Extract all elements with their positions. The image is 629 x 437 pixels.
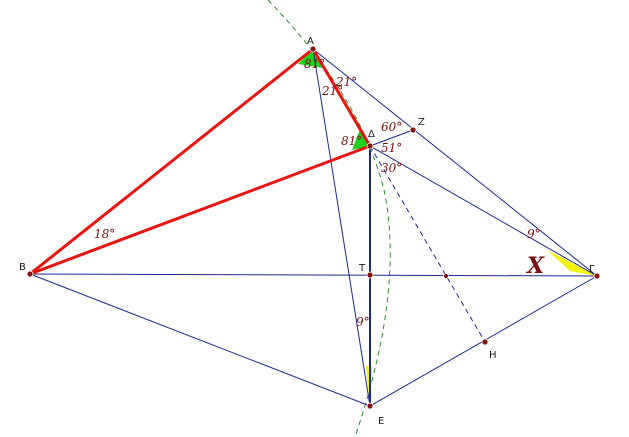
segment-AD <box>311 48 372 147</box>
label-D: Δ <box>368 129 375 140</box>
segment-DG <box>369 145 598 277</box>
segment-AB <box>29 47 314 276</box>
angle-label-d-81: 81° <box>341 134 362 148</box>
label-E: Ε <box>378 416 384 427</box>
segment-BD <box>29 144 371 276</box>
point-B[interactable] <box>26 270 34 278</box>
segment-DZ <box>369 129 414 147</box>
angle-fill-G <box>547 250 597 276</box>
point-T[interactable] <box>366 271 374 279</box>
dashed-segment-DH <box>369 145 486 343</box>
angle-fill-A <box>298 49 323 68</box>
label-Z: Ζ <box>418 117 425 128</box>
point-unnamed[interactable] <box>443 273 449 279</box>
angle-label-g-9: 9° <box>527 227 541 241</box>
angle-label-d-30: 30° <box>381 161 402 175</box>
label-H: Η <box>489 350 497 361</box>
segment-AG <box>312 48 598 277</box>
label-B: Β <box>19 262 26 273</box>
label-T: Τ <box>358 263 366 274</box>
angle-fill-D <box>352 129 370 150</box>
angle-label-a-81: 81° <box>304 57 325 71</box>
angle-label-e-9: 9° <box>356 315 370 329</box>
angle-label-b-18: 18° <box>94 227 115 241</box>
segment-AE <box>312 48 371 407</box>
point-G[interactable] <box>593 272 601 280</box>
point-E[interactable] <box>366 402 374 410</box>
point-D[interactable] <box>366 142 374 150</box>
angle-label-d-60: 60° <box>381 120 402 134</box>
label-A: Α <box>307 36 314 47</box>
unknown-angle-x: X <box>525 253 545 279</box>
point-A[interactable] <box>309 45 317 53</box>
points <box>26 45 601 410</box>
segment-BG <box>29 273 598 277</box>
dashed-circle-arc <box>267 0 391 437</box>
angle-label-a-21-top: 21° <box>335 75 357 89</box>
label-G: Γ <box>589 264 595 275</box>
angle-label-d-51: 51° <box>381 141 402 155</box>
point-H[interactable] <box>481 338 489 346</box>
point-Z[interactable] <box>409 126 417 134</box>
segment-BE <box>29 273 371 407</box>
angle-label-a-21-side: 21° <box>321 84 343 98</box>
